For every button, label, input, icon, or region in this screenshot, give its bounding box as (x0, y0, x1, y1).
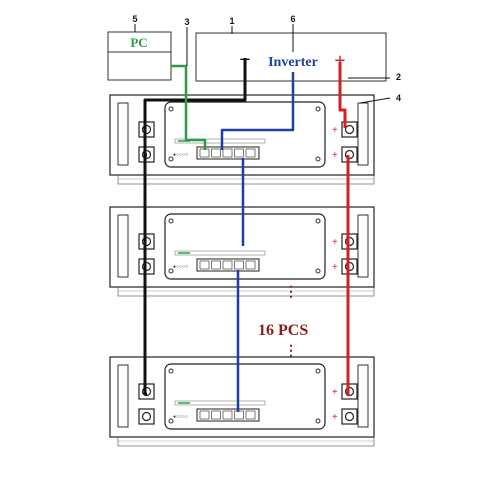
port-indicator: ●○○○○ (173, 153, 188, 158)
comm-port-block (196, 146, 260, 160)
positive-sign: + (332, 125, 338, 136)
callout-6: 6 (290, 14, 295, 24)
positive-sign: + (332, 387, 338, 398)
positive-cable (338, 62, 350, 396)
count-label: 16 PCS (258, 322, 308, 339)
inverter-unit: Inverter − + (195, 32, 387, 82)
callout-2: 2 (396, 72, 401, 82)
negative-cable (143, 58, 247, 396)
callout-1: 1 (229, 16, 234, 26)
positive-sign: + (332, 150, 338, 161)
port-indicator: ●○○○○ (173, 265, 188, 270)
positive-sign: + (332, 237, 338, 248)
module-count: ⋮ 16 PCS ⋮ (258, 285, 308, 359)
callouts: 5 3 1 6 2 4 (132, 14, 401, 104)
comm-port-block (196, 408, 260, 422)
battery-module: + + ●○○○○ (109, 356, 375, 447)
positive-sign: + (332, 412, 338, 423)
inverter-label: Inverter (268, 55, 318, 70)
cables (143, 58, 350, 412)
comm-port-block (196, 258, 260, 272)
negative-terminal-icon (138, 408, 155, 425)
positive-terminal-icon: + (332, 383, 358, 400)
callout-3: 3 (184, 17, 189, 27)
positive-terminal-icon: + (332, 258, 358, 275)
callout-5: 5 (132, 14, 137, 24)
positive-terminal-icon: + (332, 408, 358, 425)
pc-label: PC (130, 35, 147, 50)
positive-terminal-icon: + (332, 146, 358, 163)
pc-unit: PC (107, 31, 172, 81)
positive-terminal-icon: + (332, 233, 358, 250)
battery-modules: + + ●○○○○ + + ●○○○○ + + ●○○○○ (109, 94, 375, 447)
pc-comm-cable (171, 64, 207, 150)
port-indicator: ●○○○○ (173, 415, 188, 420)
inverter-positive-terminal: + (334, 50, 345, 72)
continuation-dots-top: ⋮ (284, 285, 298, 300)
comm-bus-cable (220, 72, 295, 412)
continuation-dots-bottom: ⋮ (284, 344, 298, 359)
positive-sign: + (332, 262, 338, 273)
callout-4: 4 (396, 93, 401, 103)
